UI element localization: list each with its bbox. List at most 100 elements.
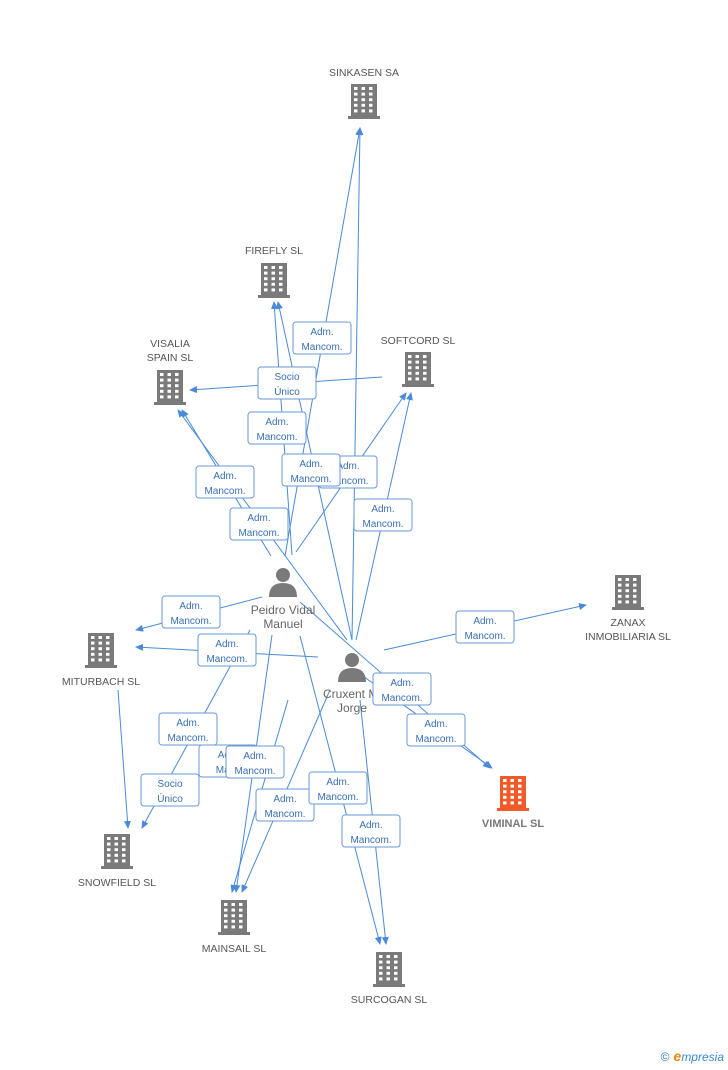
relation-label-text: Socio [157,779,182,790]
building-icon [258,263,290,298]
node-label-snowfield: SNOWFIELD SL [78,877,156,889]
relation-label-cruxent-softcord[interactable]: Adm. Mancom. [353,498,413,532]
relation-label-text: Mancom. [167,733,208,744]
brand-watermark[interactable]: ©empresia [661,1048,724,1064]
relation-label-cruxent-visalia[interactable]: Adm. Mancom. [229,507,289,541]
node-label-sinkasen: SINKASEN SA [329,67,399,79]
node-snowfield[interactable]: SNOWFIELD SL [78,834,156,889]
building-icon [497,776,529,811]
copyright-symbol: © [660,1050,670,1064]
node-miturbach[interactable]: MITURBACH SL [62,633,140,688]
building-icon [612,575,644,610]
node-label-visalia: VISALIA [150,338,190,350]
node-mainsail[interactable]: MAINSAIL SL [202,900,267,955]
building-icon [373,952,405,987]
node-label-firefly: FIREFLY SL [245,245,303,257]
edge-miturbach-snowfield [117,689,131,829]
person-icon [338,653,366,682]
relation-label-cruxent-miturbach[interactable]: Adm. Mancom. [197,633,257,667]
person-icon [269,568,297,597]
relation-label-text: Adm. [265,417,288,428]
relation-label-cruxent-firefly[interactable]: Adm. Mancom. [247,411,307,445]
relation-label-text: Adm. [243,751,266,762]
relation-labels-layer: Adm.Mancom.SocioÚnicoAdm.Mancom.SocioÚni… [140,321,515,848]
relation-label-text: Adm. [326,777,349,788]
relation-label-text: Adm. [176,718,199,729]
relation-label-text: Adm. [299,459,322,470]
relation-label-text: Adm. [390,678,413,689]
building-icon [154,370,186,405]
node-label-zanax: ZANAX [610,617,645,629]
relation-label-text: Mancom. [317,792,358,803]
relation-label-text: Adm. [359,820,382,831]
relation-label-text: Mancom. [264,809,305,820]
relation-label-text: Mancom. [290,474,331,485]
relation-label-text: Mancom. [256,432,297,443]
node-zanax[interactable]: ZANAX INMOBILIARIA SL [585,575,671,643]
relation-label-text: Adm. [247,513,270,524]
relation-label-cruxent-zanax[interactable]: Adm. Mancom. [455,610,515,644]
relation-label-peidro-mainsail[interactable]: Adm. Mancom. [225,745,285,779]
node-label-mainsail: MAINSAIL SL [202,943,267,955]
node-surcogan[interactable]: SURCOGAN SL [351,952,428,1006]
relation-label-text: Adm. [179,601,202,612]
relation-label-text: Mancom. [206,654,247,665]
relation-label-text: Mancom. [327,476,368,487]
node-label-viminal: VIMINAL SL [482,818,544,830]
brand-name: mpresia [681,1050,724,1064]
relation-label-text: Mancom. [234,766,275,777]
relation-label-peidro-sinkasen[interactable]: Adm. Mancom. [281,453,341,487]
node-label-surcogan: SURCOGAN SL [351,994,428,1006]
relation-label-cruxent-surcogan[interactable]: Adm. Mancom. [341,814,401,848]
nodes-layer: SINKASEN SA FIREFLY SL VISALIA SPAIN SL SOFT… [62,67,671,1006]
node-softcord[interactable]: SOFTCORD SL [381,335,456,387]
node-visalia[interactable]: VISALIA SPAIN SL [147,338,194,405]
node-sinkasen[interactable]: SINKASEN SA [329,67,399,119]
node-label-peidro: Peidro Vidal [251,603,316,617]
relation-label-text: Socio [274,372,299,383]
building-icon [218,900,250,935]
building-icon [402,352,434,387]
node-viminal[interactable]: VIMINAL SL [482,776,544,830]
relation-label-text: Adm. [336,461,359,472]
relation-label-peidro-miturbach[interactable]: Adm. Mancom. [161,595,221,629]
node-label-visalia: SPAIN SL [147,352,194,364]
relation-label-peidro-visalia[interactable]: Adm.Mancom. [195,465,255,499]
relation-label-cruxent-viminal[interactable]: Adm.Mancom. [406,713,466,747]
relation-label-text: Adm. [310,327,333,338]
relation-label-text: Mancom. [464,631,505,642]
node-label-peidro: Manuel [263,617,302,631]
relation-label-text: Mancom. [301,342,342,353]
relation-label-text: Mancom. [350,835,391,846]
relation-label-text: Único [274,385,300,398]
node-label-cruxent: Jorge [337,701,367,715]
relation-label-text: Mancom. [170,616,211,627]
edge-cruxent-sinkasen [351,127,364,641]
relation-label-peidro-surcogan[interactable]: Adm. Mancom. [308,771,368,805]
building-icon [348,84,380,119]
relation-label-cruxent-mainsail[interactable]: Adm.Mancom. [255,788,315,822]
node-label-zanax: INMOBILIARIA SL [585,631,671,643]
node-firefly[interactable]: FIREFLY SL [245,245,303,298]
relation-label-text: Mancom. [204,486,245,497]
relation-label-text: Mancom. [238,528,279,539]
node-label-cruxent: Cruxent Mi [323,687,381,701]
relation-label-text: Adm. [473,616,496,627]
relation-label-peidro-snowfield[interactable]: Adm. Mancom. [158,712,218,746]
building-icon [85,633,117,668]
relation-label-text: Mancom. [415,734,456,745]
relation-label-text: Mancom. [362,519,403,530]
brand-logo-initial: e [673,1048,682,1064]
relation-label-cruxent-sinkasen[interactable]: Adm. Mancom. [292,321,352,355]
relation-label-peidro-viminal[interactable]: Adm.Mancom. [372,672,432,706]
relation-label-text: Adm. [215,639,238,650]
node-label-softcord: SOFTCORD SL [381,335,456,347]
relation-label-text: Adm. [371,504,394,515]
building-icon [101,834,133,869]
node-label-miturbach: MITURBACH SL [62,676,140,688]
